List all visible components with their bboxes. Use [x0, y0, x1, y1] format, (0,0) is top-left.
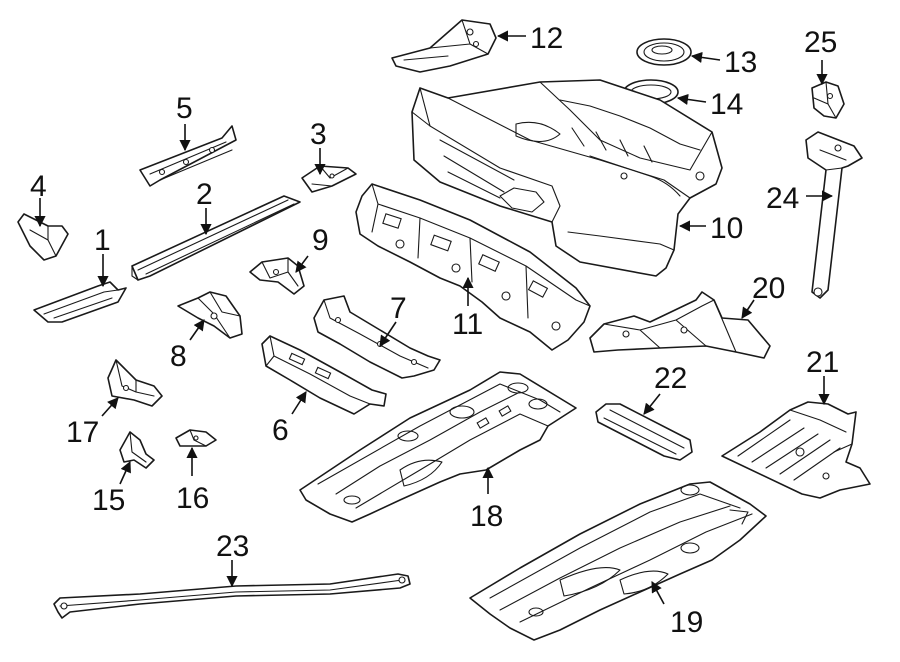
part-20-bracket [589, 291, 771, 359]
callout-21: 21 [806, 346, 839, 379]
callout-2: 2 [196, 178, 213, 211]
leader-17 [101, 397, 119, 417]
leader-15 [119, 460, 131, 485]
callout-14: 14 [710, 88, 743, 121]
part-13-plug [636, 38, 692, 66]
callout-18: 18 [470, 500, 503, 533]
callout-8: 8 [170, 340, 187, 373]
callout-25: 25 [804, 26, 837, 59]
leader-9 [295, 255, 309, 273]
callout-19: 19 [670, 606, 703, 639]
part-16-bracket [175, 429, 217, 447]
leader-19 [651, 581, 665, 605]
part-23-brace [53, 573, 411, 619]
callout-23: 23 [216, 530, 249, 563]
part-7-crossmember [313, 295, 441, 379]
callout-24: 24 [766, 182, 799, 215]
callout-22: 22 [654, 362, 687, 395]
part-18-front-floor-pan [299, 371, 577, 523]
part-6-crossmember [261, 335, 387, 415]
leader-14 [676, 93, 707, 105]
callout-16: 16 [176, 482, 209, 515]
callout-10: 10 [710, 212, 743, 245]
leader-lines [34, 30, 834, 605]
callout-13: 13 [724, 46, 757, 79]
part-1-bracket [33, 281, 127, 323]
part-25-bracket [811, 81, 845, 119]
callout-11: 11 [452, 308, 483, 341]
callout-9: 9 [312, 224, 329, 257]
part-3-bracket [301, 165, 357, 193]
part-17-bracket [107, 359, 163, 407]
part-19-floor-pan [469, 481, 767, 641]
part-9-bracket [249, 257, 305, 295]
callout-1: 1 [94, 224, 111, 257]
part-22-plate [595, 403, 693, 461]
callout-4: 4 [30, 170, 47, 203]
callout-labels: 1 2 3 4 5 6 7 8 9 10 11 12 13 14 15 16 1… [30, 22, 839, 639]
part-11-crossmember [355, 183, 591, 351]
callout-6: 6 [272, 414, 289, 447]
leader-22 [643, 393, 661, 415]
leader-7 [379, 321, 397, 347]
part-4-bracket [17, 213, 69, 261]
part-2-sill [131, 195, 301, 281]
callout-12: 12 [530, 22, 563, 55]
part-10-rear-floor-pan [411, 79, 723, 277]
callout-15: 15 [92, 484, 125, 517]
part-15-bracket [119, 431, 155, 469]
leader-13 [690, 51, 721, 63]
callout-3: 3 [310, 118, 327, 151]
callout-17: 17 [66, 416, 99, 449]
callout-20: 20 [752, 272, 785, 305]
part-21-floor-panel [721, 401, 871, 499]
part-8-bracket [177, 291, 243, 339]
callout-5: 5 [176, 92, 193, 125]
leader-20 [741, 299, 755, 319]
part-24-support-rod [805, 131, 863, 299]
callout-7: 7 [390, 292, 407, 325]
part-5-rail [139, 125, 237, 187]
leader-8 [189, 319, 205, 341]
leader-6 [291, 391, 307, 415]
part-12-bracket [391, 19, 497, 73]
